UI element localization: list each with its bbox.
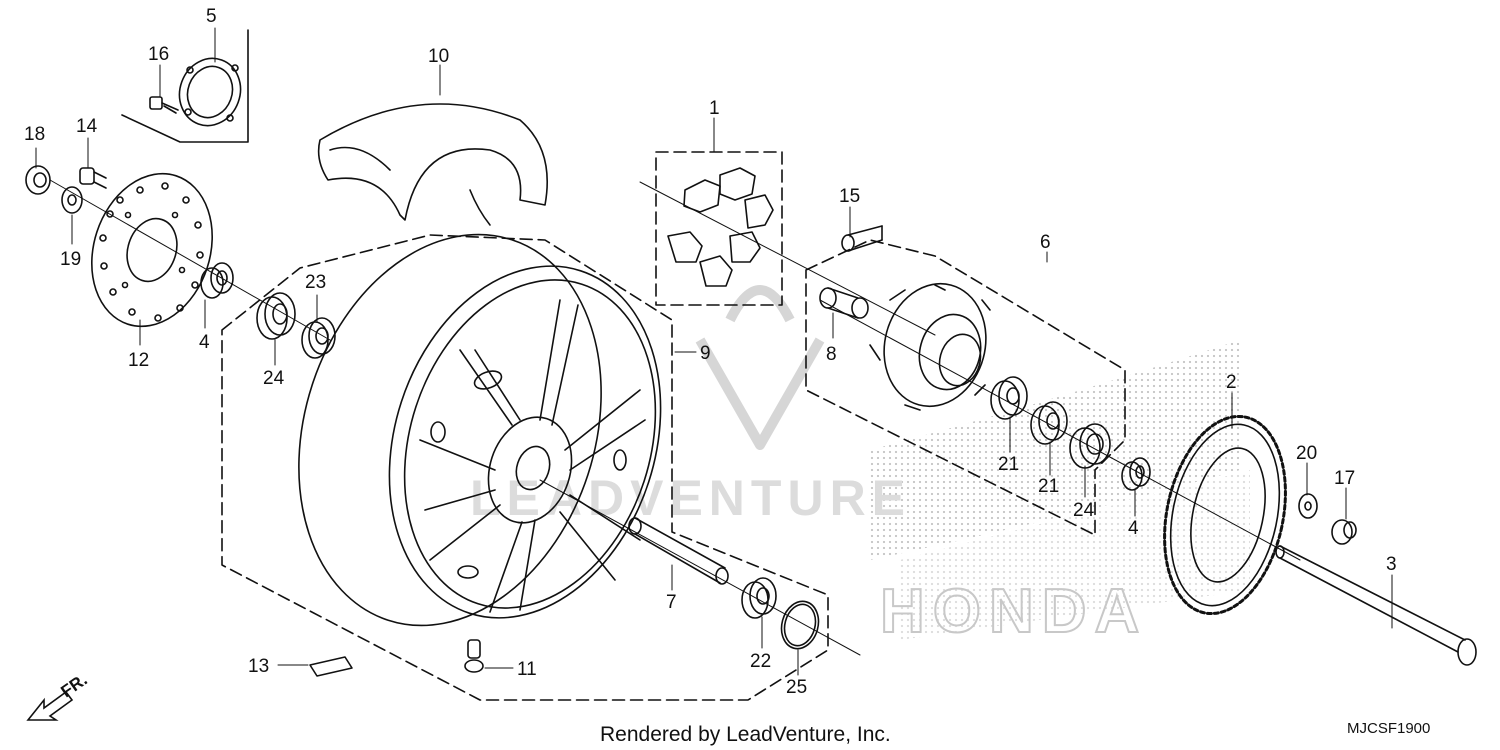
callout-24-right: 24 [1073, 500, 1095, 521]
part-10-tire [317, 103, 548, 226]
callout-1: 1 [709, 98, 720, 119]
part-9-assembly-box [221, 234, 829, 701]
part-21-bearing-b [1030, 401, 1068, 445]
callout-21-a: 21 [998, 454, 1019, 475]
part-6-assembly-box [805, 239, 1126, 536]
front-arrow-icon [26, 690, 74, 721]
callout-9: 9 [700, 343, 711, 364]
part-8-collar [819, 287, 869, 319]
callout-17: 17 [1334, 468, 1355, 489]
callout-19: 19 [60, 249, 81, 270]
callout-21-b: 21 [1038, 476, 1059, 497]
callout-16: 16 [148, 44, 169, 65]
part-7-spacer [628, 517, 729, 585]
callout-22: 22 [750, 651, 771, 672]
part-24-bearing-left [256, 292, 296, 340]
callout-10: 10 [428, 46, 449, 67]
part-5-sensor-ring [178, 57, 242, 127]
leadventure-watermark: LEADVENTURE [470, 470, 911, 526]
part-5-bracket [121, 29, 249, 143]
rear-wheel [298, 233, 662, 627]
part-14-bolt [79, 167, 107, 189]
part-20-washer [1298, 493, 1318, 519]
honda-watermark: HONDA [880, 577, 1147, 646]
credit-text: Rendered by LeadVenture, Inc. [600, 723, 891, 746]
callout-8: 8 [826, 344, 837, 365]
callout-labels: 5 16 14 18 19 12 4 24 23 10 1 9 15 8 6 2… [24, 6, 1397, 698]
part-19-washer [61, 186, 83, 214]
callout-4-left: 4 [199, 332, 210, 353]
callout-25: 25 [786, 677, 807, 698]
callout-3: 3 [1386, 554, 1397, 575]
part-3-axle [1275, 545, 1477, 666]
callout-6: 6 [1040, 232, 1051, 253]
callout-18: 18 [24, 124, 45, 145]
part-25-o-ring [780, 600, 820, 650]
callout-7: 7 [666, 592, 677, 613]
front-direction-indicator: FR. [26, 670, 91, 721]
part-15-bolt [841, 225, 883, 252]
part-4-collar-right [1121, 457, 1151, 491]
part-6-sprocket-hub [869, 282, 991, 411]
callout-13: 13 [248, 656, 269, 677]
part-2-sprocket [1163, 414, 1287, 616]
part-4-collar-left [200, 262, 234, 299]
diagram-code: MJCSF1900 [1347, 720, 1430, 737]
callout-14: 14 [76, 116, 98, 137]
callout-11: 11 [517, 659, 537, 680]
leader-lines [35, 27, 1393, 676]
callout-12: 12 [128, 350, 149, 371]
callout-24-left: 24 [263, 368, 285, 389]
callout-15: 15 [839, 186, 860, 207]
part-11-valve [464, 639, 484, 673]
honda-wing-watermark [870, 340, 1250, 640]
part-18-nut [25, 165, 51, 195]
part-1-assembly-box [655, 151, 783, 306]
part-22-bearing [741, 577, 777, 619]
callout-5: 5 [206, 6, 217, 27]
part-16-screw [149, 96, 179, 114]
part-12-brake-disc [91, 172, 213, 328]
callout-20: 20 [1296, 443, 1317, 464]
leadventure-logo-watermark [695, 285, 825, 450]
callout-4-right: 4 [1128, 518, 1139, 539]
part-23-bearing [301, 317, 336, 359]
callout-2: 2 [1226, 372, 1237, 393]
part-1-dampers [667, 167, 774, 287]
part-17-nut [1331, 519, 1357, 545]
part-13-balance-weight [309, 656, 353, 677]
callout-23: 23 [305, 272, 326, 293]
